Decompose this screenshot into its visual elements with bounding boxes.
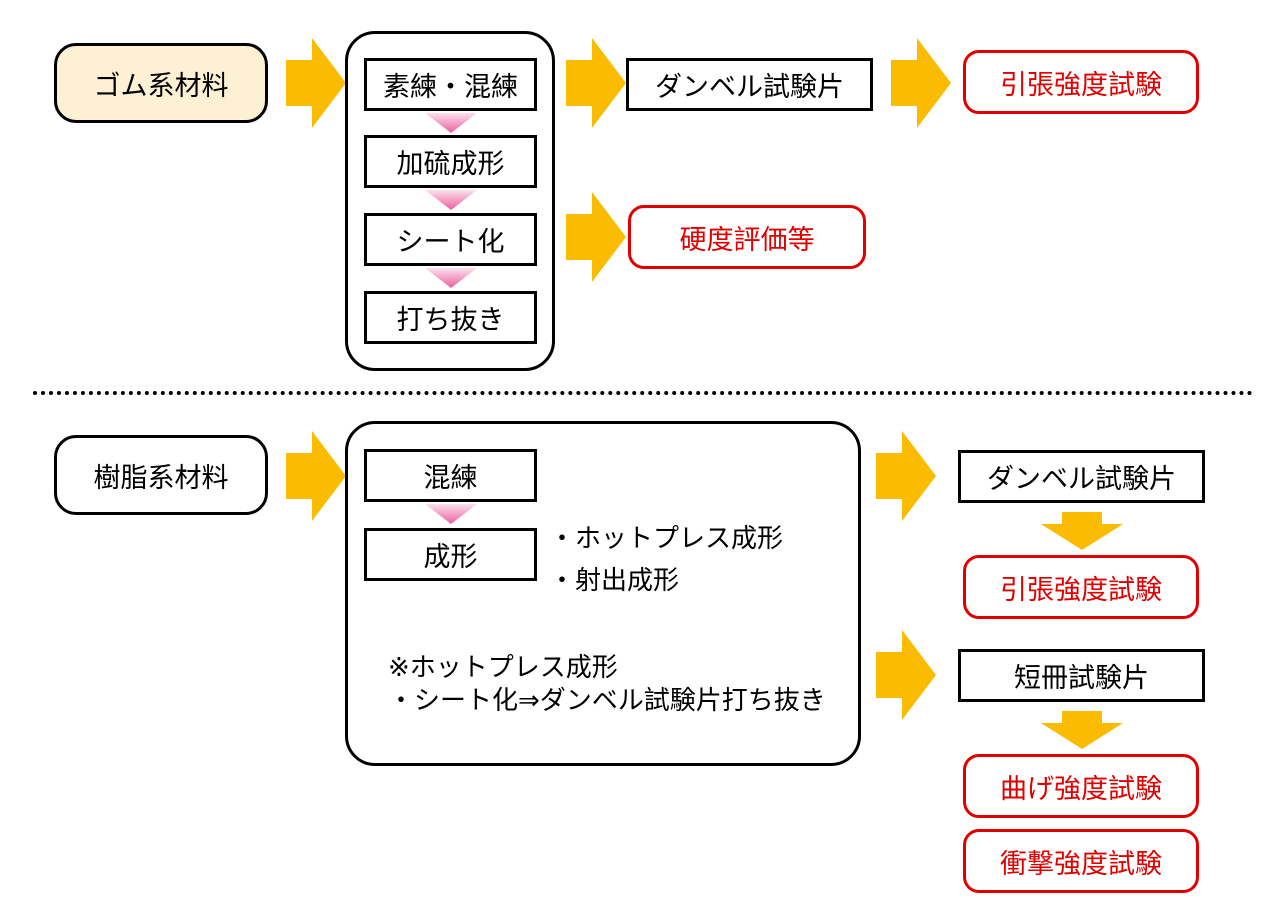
resin-strip-specimen-label: 短冊試験片 — [1014, 663, 1149, 694]
note-text: ・シート化⇒ダンベル試験片打ち抜き — [388, 686, 826, 716]
arrow-icon — [286, 38, 346, 128]
rubber-tensile-test-box: 引張強度試験 — [963, 50, 1199, 114]
resin-step-box: 混練 — [364, 449, 537, 502]
rubber-tensile-test-label: 引張強度試験 — [1000, 69, 1162, 101]
resin-step-label: 混練 — [423, 463, 478, 494]
pink-arrow-icon — [425, 113, 477, 133]
resin-material-box: 樹脂系材料 — [54, 435, 268, 515]
rubber-hardness-test-label: 硬度評価等 — [679, 224, 815, 256]
down-arrow-icon — [1041, 711, 1123, 749]
rubber-specimen-label: ダンベル試験片 — [655, 72, 844, 103]
resin-tensile-test-label: 引張強度試験 — [1000, 574, 1162, 606]
rubber-hardness-test-box: 硬度評価等 — [628, 205, 866, 269]
rubber-process-container — [345, 31, 555, 371]
rubber-step-box: 加硫成形 — [364, 135, 537, 188]
arrow-icon — [876, 431, 936, 521]
arrow-icon — [566, 38, 626, 128]
rubber-specimen-box: ダンベル試験片 — [626, 58, 873, 111]
rubber-material-box: ゴム系材料 — [54, 43, 268, 123]
resin-step-label: 成形 — [423, 542, 478, 573]
pink-arrow-icon — [425, 190, 477, 210]
rubber-step-label: 素練・混練 — [383, 72, 518, 103]
arrow-icon — [876, 630, 936, 720]
rubber-step-box: 素練・混練 — [364, 58, 537, 111]
molding-method-text: ・射出成形 — [549, 566, 680, 596]
note-text: ※ホットプレス成形 — [388, 653, 618, 683]
rubber-material-label: ゴム系材料 — [93, 70, 229, 102]
resin-tensile-test-box: 引張強度試験 — [963, 555, 1199, 619]
rubber-step-label: シート化 — [396, 227, 505, 258]
resin-strip-specimen-box: 短冊試験片 — [958, 649, 1205, 702]
pink-arrow-icon — [425, 268, 477, 288]
resin-dumbbell-specimen-label: ダンベル試験片 — [987, 464, 1176, 495]
resin-bending-test-box: 曲げ強度試験 — [963, 754, 1199, 818]
resin-step-box: 成形 — [364, 528, 537, 581]
resin-bending-test-label: 曲げ強度試験 — [1000, 773, 1162, 805]
down-arrow-icon — [1041, 512, 1123, 550]
section-divider — [33, 391, 1253, 395]
resin-impact-test-label: 衝撃強度試験 — [1000, 848, 1162, 880]
molding-method-text: ・ホットプレス成形 — [549, 524, 784, 554]
resin-impact-test-box: 衝撃強度試験 — [963, 829, 1199, 893]
rubber-step-box: 打ち抜き — [364, 291, 537, 344]
rubber-step-label: 加硫成形 — [396, 149, 505, 180]
arrow-icon — [286, 431, 346, 521]
resin-process-container — [345, 421, 861, 766]
arrow-icon — [891, 38, 951, 128]
resin-material-label: 樹脂系材料 — [93, 462, 229, 494]
resin-dumbbell-specimen-box: ダンベル試験片 — [958, 450, 1205, 503]
pink-arrow-icon — [425, 504, 477, 524]
arrow-icon — [566, 192, 626, 282]
rubber-step-label: 打ち抜き — [396, 305, 505, 336]
rubber-step-box: シート化 — [364, 213, 537, 266]
